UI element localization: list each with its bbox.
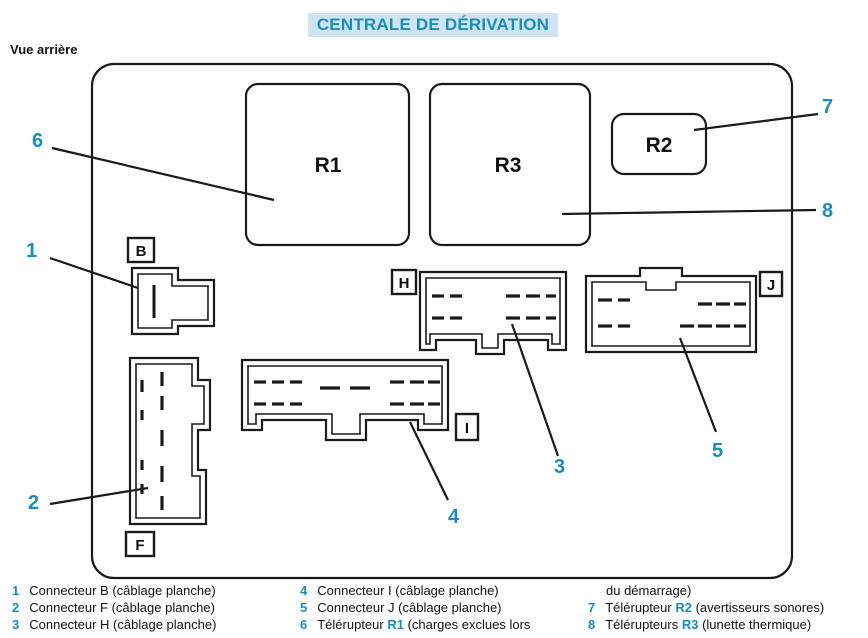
connector-f-letter: F — [135, 537, 144, 554]
connector-i-letter: I — [465, 420, 469, 437]
connector-f — [128, 356, 212, 526]
label-box-h — [390, 268, 418, 296]
view-label: Vue arrière — [10, 42, 78, 57]
label-box-b — [126, 236, 156, 264]
relay-r2 — [610, 112, 708, 176]
callout-6: 6 — [32, 130, 44, 152]
leader-1 — [49, 256, 139, 290]
connector-h-letter: H — [399, 275, 410, 292]
callout-4: 4 — [448, 506, 460, 528]
callout-1: 1 — [26, 240, 38, 262]
leader-7 — [693, 112, 819, 132]
connector-j-letter: J — [767, 277, 775, 294]
label-box-i — [454, 412, 480, 442]
relay-r3 — [428, 82, 592, 247]
callout-8: 8 — [822, 200, 834, 222]
connector-j — [584, 266, 758, 354]
relay-r3-label: R3 — [495, 154, 522, 177]
connector-i — [240, 358, 450, 442]
relay-r1 — [244, 82, 411, 247]
label-box-j — [758, 270, 784, 298]
leader-8 — [561, 208, 817, 216]
relay-r1-label: R1 — [315, 154, 342, 177]
diagram-title: CENTRALE DE DÉRIVATION — [308, 13, 558, 37]
connector-h — [418, 270, 568, 356]
legend-item-6-continued: du démarrage) — [606, 583, 692, 598]
callout-5: 5 — [712, 440, 724, 462]
leader-6 — [51, 146, 275, 202]
connector-b — [130, 266, 216, 336]
connector-b-letter: B — [136, 243, 147, 260]
label-box-f — [124, 530, 156, 558]
leader-5 — [678, 337, 718, 433]
callout-3: 3 — [554, 456, 566, 478]
callout-2: 2 — [28, 492, 40, 514]
leader-2 — [49, 486, 149, 506]
relay-r2-label: R2 — [646, 134, 673, 157]
leader-3 — [510, 323, 560, 457]
housing-outline — [90, 62, 794, 580]
leader-4 — [409, 421, 449, 501]
callout-7: 7 — [822, 96, 834, 118]
